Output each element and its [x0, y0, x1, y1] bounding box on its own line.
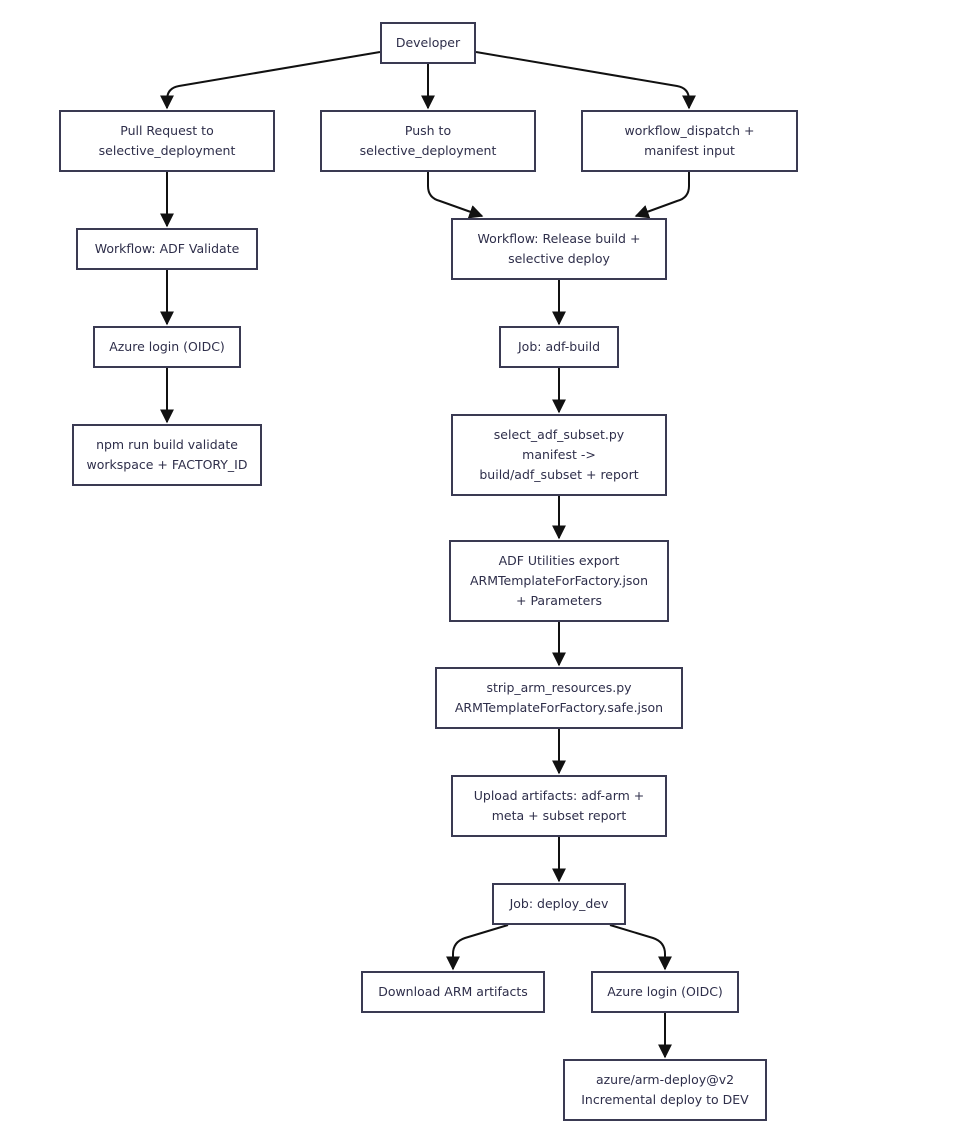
node-label-line: Incremental deploy to DEV: [581, 1092, 749, 1107]
node-label-line: npm run build validate: [96, 437, 238, 452]
node-label-line: selective_deployment: [98, 143, 236, 158]
node-label-line: meta + subset report: [491, 808, 627, 823]
node-label-line: manifest ->: [522, 447, 596, 462]
edge-job-deploy-dev-to-azure-login: [609, 924, 672, 971]
node-label-line: Developer: [395, 35, 461, 50]
edge-workflow-dispatch-to-release-build: [634, 172, 690, 219]
node-label-line: Push to: [404, 123, 452, 138]
node-label-line: Job: deploy_dev: [509, 896, 609, 911]
edge-developer-to-pull-request: [160, 51, 381, 110]
node-label-line: workspace + FACTORY_ID: [86, 457, 248, 472]
node-label-line: strip_arm_resources.py: [486, 680, 632, 695]
release-build-workflow-node: Workflow: Release build + selective deplo…: [451, 218, 667, 280]
download-arm-artifacts-node: Download ARM artifacts: [361, 971, 545, 1013]
push-node: Push to selective_deployment: [320, 110, 536, 172]
edge-developer-to-workflow-dispatch: [475, 51, 696, 110]
node-label-line: ARMTemplateForFactory.json: [470, 573, 648, 588]
node-label-line: manifest input: [644, 143, 735, 158]
node-label-line: Upload artifacts: adf-arm +: [473, 788, 645, 803]
npm-build-validate-node: npm run build validate workspace + FACTOR…: [72, 424, 262, 486]
node-label-line: azure/arm-deploy@v2: [595, 1072, 735, 1087]
node-label-line: Job: adf-build: [517, 339, 600, 354]
node-label-line: selective_deployment: [359, 143, 497, 158]
node-label-line: build/adf_subset + report: [479, 467, 639, 482]
node-label-line: Workflow: ADF Validate: [94, 241, 240, 256]
azure-login-validate-node: Azure login (OIDC): [93, 326, 241, 368]
job-deploy-dev-node: Job: deploy_dev: [492, 883, 626, 925]
node-label-line: + Parameters: [516, 593, 602, 608]
node-label-line: Azure login (OIDC): [109, 339, 225, 354]
node-label-line: Download ARM artifacts: [378, 984, 528, 999]
node-label-line: ARMTemplateForFactory.safe.json: [454, 700, 664, 715]
node-label-line: ADF Utilities export: [498, 553, 620, 568]
upload-artifacts-node: Upload artifacts: adf-arm + meta + subset…: [451, 775, 667, 837]
job-adf-build-node: Job: adf-build: [499, 326, 619, 368]
node-label-line: select_adf_subset.py: [493, 427, 625, 442]
adf-validate-workflow-node: Workflow: ADF Validate: [76, 228, 258, 270]
node-label-line: selective deploy: [508, 251, 610, 266]
select-adf-subset-node: select_adf_subset.py manifest -> build/adf…: [451, 414, 667, 496]
node-label-line: Azure login (OIDC): [607, 984, 723, 999]
node-label-line: Workflow: Release build +: [477, 231, 641, 246]
edge-push-to-release-build: [427, 172, 484, 219]
edge-job-deploy-dev-to-download-arm: [446, 924, 509, 971]
azure-login-deploy-node: Azure login (OIDC): [591, 971, 739, 1013]
node-label-line: workflow_dispatch +: [624, 123, 755, 138]
pull-request-node: Pull Request to selective_deployment: [59, 110, 275, 172]
workflow-dispatch-node: workflow_dispatch + manifest input: [581, 110, 798, 172]
node-label-line: Pull Request to: [120, 123, 214, 138]
developer-node: Developer: [380, 22, 476, 64]
